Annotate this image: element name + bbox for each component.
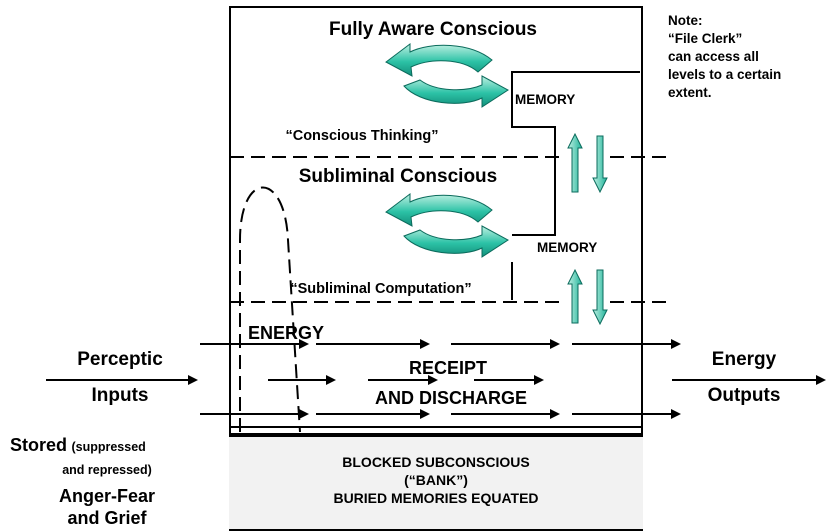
fully-aware-conscious-title: Fully Aware Conscious [329, 19, 537, 40]
receipt-label: RECEIPT [408, 358, 488, 378]
bank-label-line-1: BLOCKED SUBCONSCIOUS [342, 454, 530, 470]
cycle-arrows-middle [385, 193, 509, 258]
bank-label-line-2: (“BANK”) [404, 472, 468, 488]
memory-label-lower: MEMORY [537, 240, 598, 255]
file-clerk-line-top [511, 71, 640, 236]
note-line-4: levels to a certain [668, 67, 782, 82]
stored-emotions-line-4: and Grief [67, 508, 147, 528]
energy-outputs-line-2: Outputs [707, 385, 781, 406]
mind-box [229, 6, 643, 531]
note-line-1: Note: [668, 13, 703, 28]
perceptic-inputs-line-1: Perceptic [77, 349, 163, 370]
note-line-3: can access all [668, 49, 759, 64]
perceptic-inputs-line-2: Inputs [91, 385, 149, 406]
bank-label-line-3: BURIED MEMORIES EQUATED [333, 490, 539, 506]
stored-emotion-loop [239, 186, 301, 433]
energy-outputs-line-1: Energy [711, 349, 777, 370]
conscious-thinking-caption: “Conscious Thinking” [285, 128, 439, 144]
stored-emotions-line-2: and repressed) [62, 463, 152, 477]
memory-arrows-lower [567, 268, 608, 326]
stored-paren-1: (suppressed [71, 440, 146, 454]
note-line-5: extent. [668, 85, 712, 100]
discharge-label: AND DISCHARGE [374, 388, 528, 408]
memory-label-upper: MEMORY [515, 92, 576, 107]
blocked-subconscious-box: BLOCKED SUBCONSCIOUS (“BANK”) BURIED MEM… [229, 435, 643, 529]
memory-arrows-upper [567, 132, 608, 194]
stored-emotions-line-1: Stored (suppressed [10, 436, 146, 455]
energy-label: ENERGY [248, 323, 325, 343]
note-line-2: “File Clerk” [668, 31, 743, 46]
cycle-arrows-top [385, 43, 509, 108]
file-clerk-note: Note: “File Clerk” can access all levels… [668, 12, 781, 102]
stored-emotions-line-3: Anger-Fear [58, 486, 156, 506]
subliminal-computation-caption: “Subliminal Computation” [290, 281, 472, 297]
subliminal-conscious-title: Subliminal Conscious [298, 166, 498, 187]
stored-word: Stored [10, 435, 68, 455]
